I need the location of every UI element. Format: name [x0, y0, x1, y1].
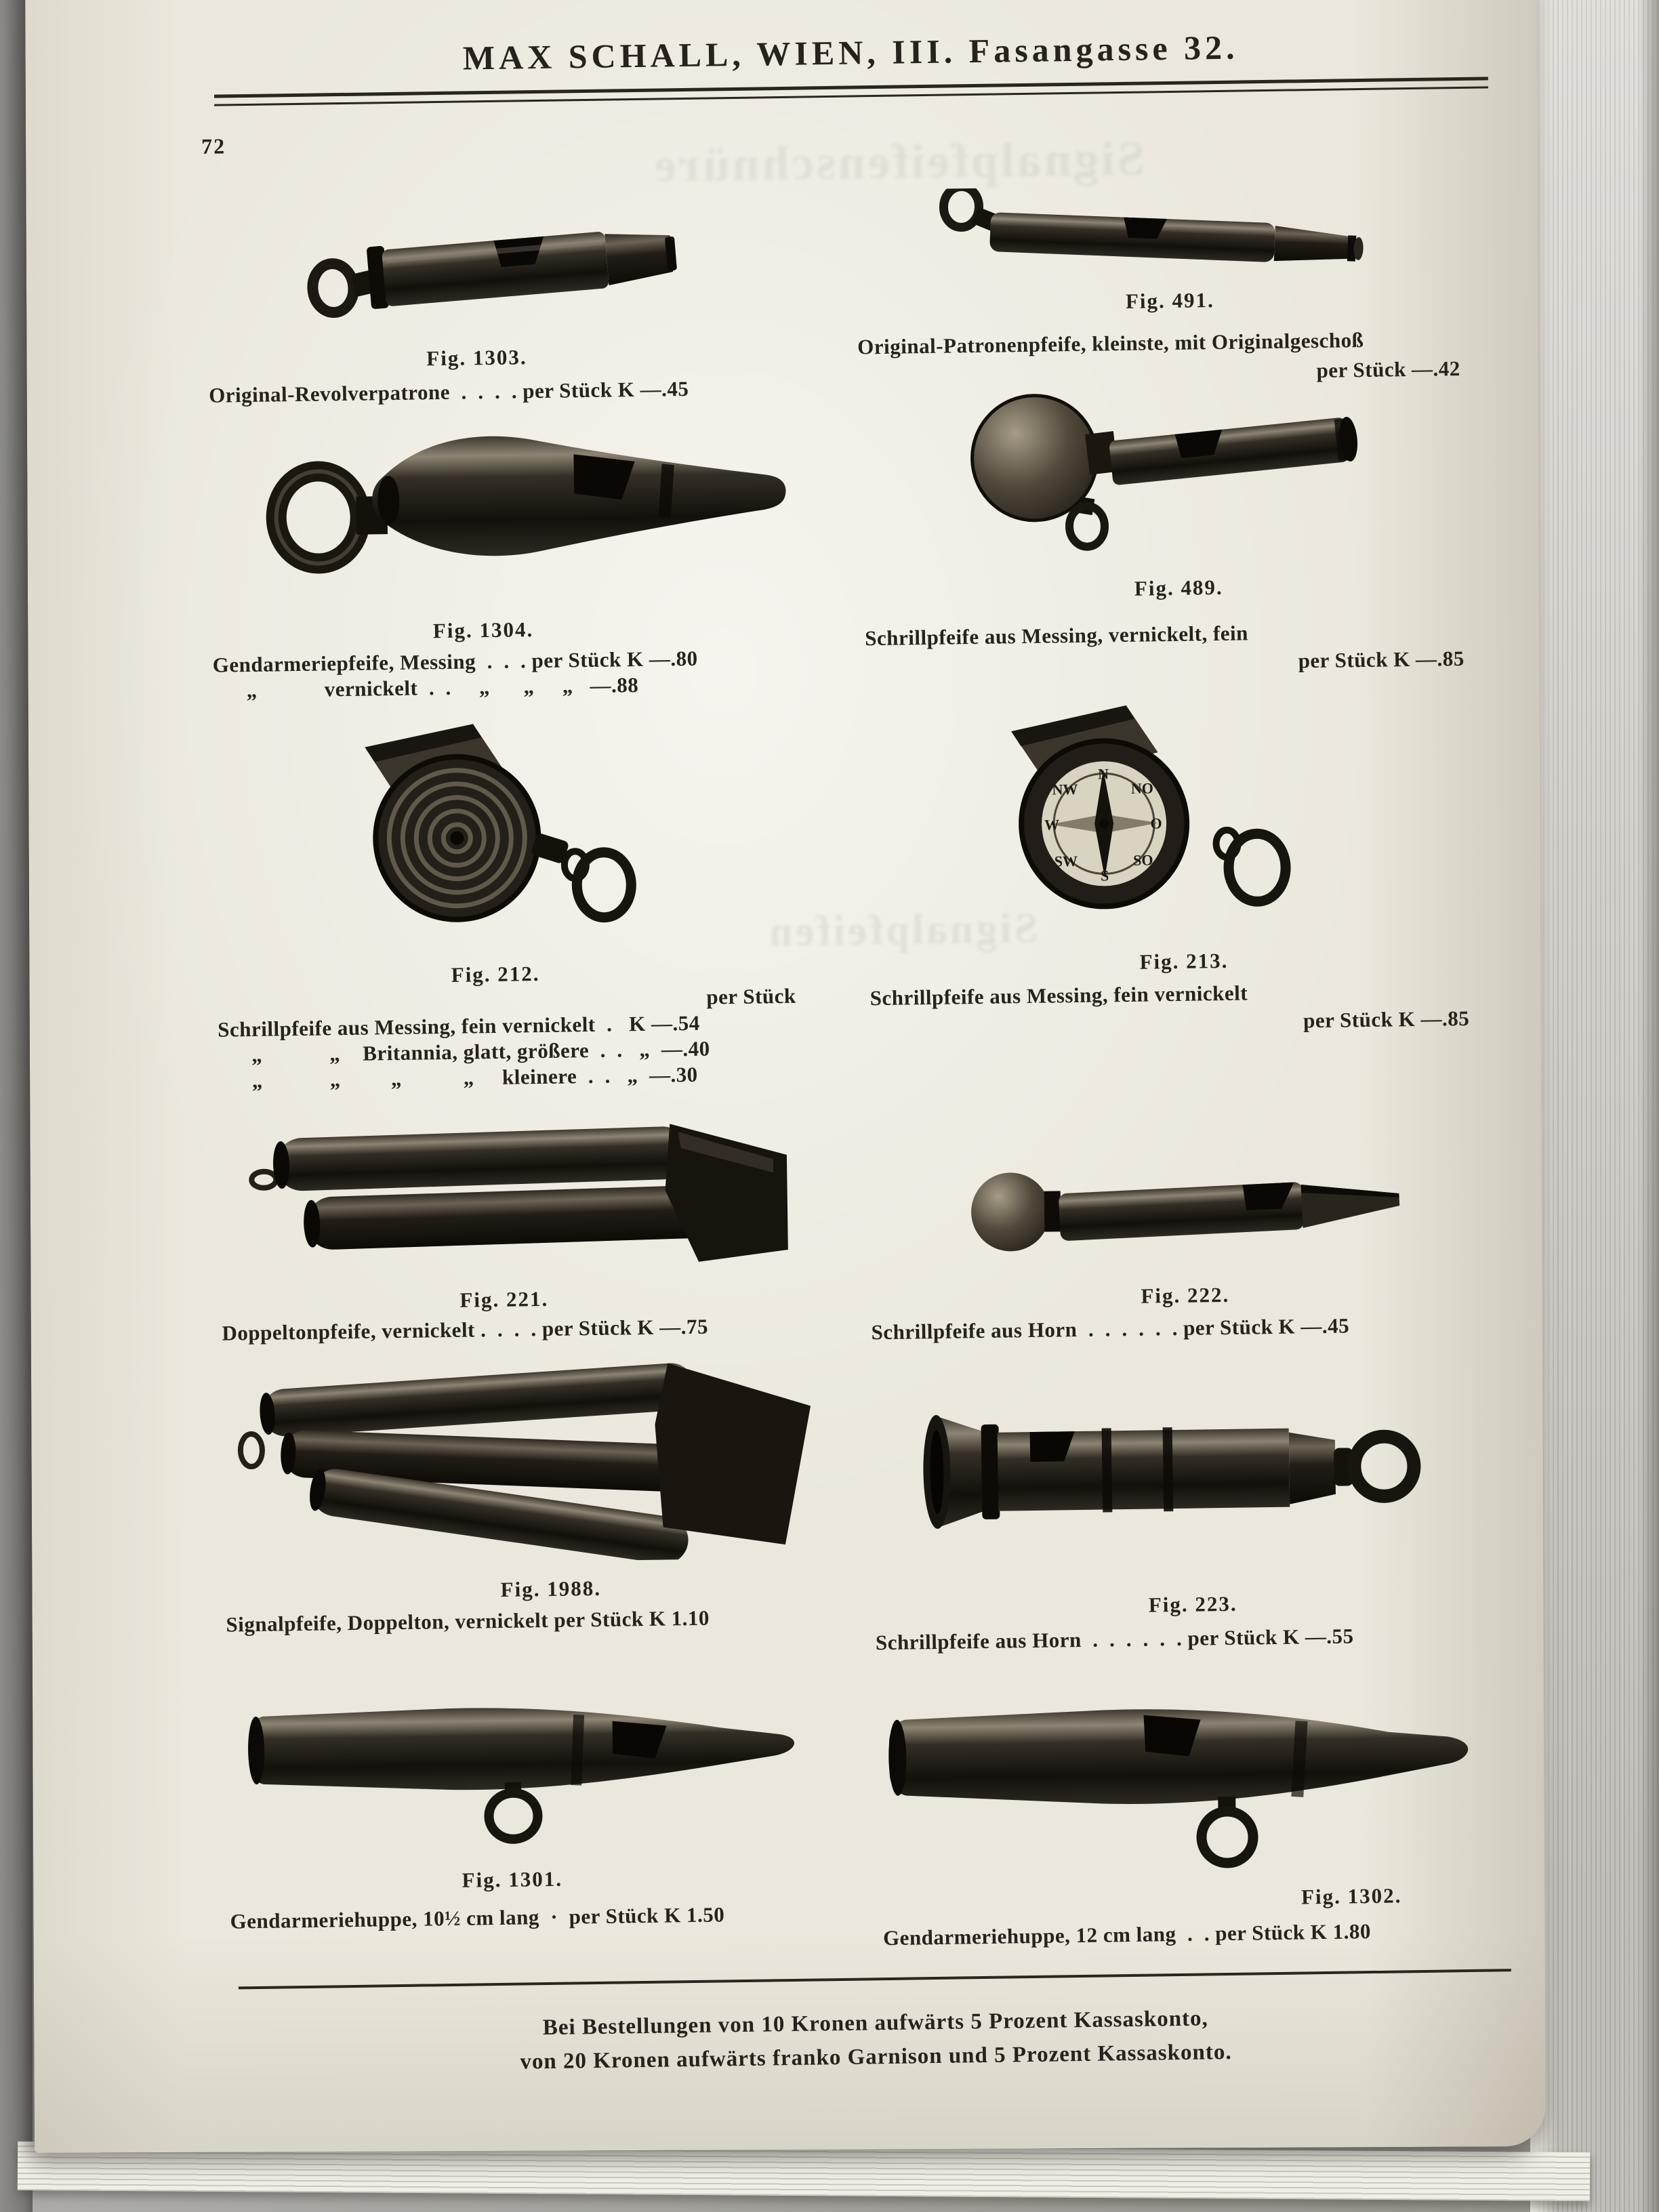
product-1301: Gendarmeriehuppe, 10½ cm lang · per Stüc… [230, 1902, 724, 1933]
fig-491-whistle-illustration [919, 182, 1388, 291]
product-212-details: aus Messing, fein vernickelt . K —.54 [331, 1010, 700, 1040]
product-223-name: Schrillpfeife [875, 1629, 990, 1655]
product-489-name: Schrillpfeife [865, 624, 979, 651]
compass-letter-sw: SW [1054, 853, 1078, 869]
compass-letter-n: N [1098, 765, 1109, 782]
product-491-name: Original-Patronenpfeife, [857, 331, 1087, 359]
per-stueck-label: per Stück [706, 983, 796, 1009]
product-1304-details: Messing . . . per Stück K —.80 [394, 646, 698, 674]
product-1302: Gendarmeriehuppe, 12 cm lang . . per Stü… [883, 1919, 1371, 1950]
fig-1301-caption: Fig. 1301. [462, 1866, 563, 1892]
product-491: Original-Patronenpfeife, kleinste, mit O… [857, 328, 1364, 359]
product-221: Doppeltonpfeife, vernickelt . . . . per … [222, 1315, 708, 1346]
page-content: Signalpfeifenschnüre Signalpfeifen MAX S… [15, 0, 1557, 2160]
product-213-name: Schrillpfeife [869, 984, 985, 1010]
product-213: Schrillpfeife aus Messing, fein vernicke… [869, 981, 1248, 1010]
product-213-details: aus Messing, fein vernickelt [983, 981, 1248, 1008]
compass-letter-no: NO [1131, 779, 1153, 796]
fig-489-caption: Fig. 489. [1134, 575, 1223, 600]
fig-1302-gendarmerie-horn-illustration [872, 1677, 1481, 1876]
fig-491-caption: Fig. 491. [1125, 288, 1214, 313]
fig-1988-caption: Fig. 1988. [500, 1576, 602, 1601]
product-1304-variant: „ vernickelt . . „ „ „ —.88 [213, 672, 639, 703]
fig-223-caption: Fig. 223. [1148, 1591, 1237, 1617]
product-212-name: Schrillpfeife [217, 1016, 332, 1042]
product-489-price: per Stück K —.85 [1298, 646, 1465, 673]
fig-213-compass-whistle-illustration: N NO O SO S SW W NW [929, 684, 1356, 928]
product-212-variant-2: „ „ „ „ kleinere . . „ —.30 [218, 1062, 698, 1093]
page-number: 72 [201, 134, 226, 159]
fig-1304-whistle-illustration [254, 396, 799, 607]
compass-letter-so: SO [1133, 851, 1153, 868]
fig-212-whistle-illustration [300, 702, 682, 938]
product-1302-details: 12 cm lang . . per Stück K 1.80 [1070, 1919, 1372, 1948]
product-222-name: Schrillpfeife [871, 1318, 986, 1345]
fig-222-caption: Fig. 222. [1141, 1282, 1230, 1308]
footer-rule [238, 1969, 1511, 1990]
product-1301-details: 10½ cm lang · per Stück K 1.50 [417, 1902, 725, 1931]
compass-letter-o: O [1150, 815, 1162, 832]
header-double-rule [213, 77, 1489, 106]
product-1988-name: Signalpfeife, [226, 1611, 342, 1637]
fig-223-horn-whistle-illustration [894, 1376, 1435, 1567]
product-213-price: per Stück K —.85 [1303, 1006, 1470, 1033]
fig-222-horn-whistle-illustration [958, 1144, 1415, 1271]
fig-489-whistle-illustration [952, 377, 1395, 559]
product-489-details: aus Messing, vernickelt, fein [979, 621, 1249, 649]
footer-note: Bei Bestellungen von 10 Kronen aufwärts … [239, 1997, 1513, 2083]
fig-221-double-tone-whistle-illustration [230, 1107, 808, 1282]
fig-1304-caption: Fig. 1304. [432, 617, 534, 643]
product-221-name: Doppeltonpfeife, [222, 1319, 377, 1345]
book-fore-edge-pages [1530, 0, 1659, 2212]
fig-1988-triple-tube-whistle-illustration [220, 1340, 826, 1565]
compass-letter-s: S [1101, 867, 1109, 884]
product-489: Schrillpfeife aus Messing, vernickelt, f… [865, 621, 1248, 651]
product-1301-name: Gendarmeriehuppe, [230, 1906, 418, 1933]
fig-212-caption: Fig. 212. [451, 962, 540, 987]
fig-1303-whistle-illustration [291, 199, 700, 333]
product-1988-details: Doppelton, vernickelt per Stück K 1.10 [342, 1605, 710, 1635]
product-223-details: aus Horn . . . . . . per Stück K —.55 [989, 1624, 1354, 1653]
fig-213-caption: Fig. 213. [1139, 948, 1229, 974]
product-491-details: kleinste, mit Originalgeschoß [1086, 327, 1364, 356]
fig-221-caption: Fig. 221. [459, 1286, 549, 1312]
compass-letter-nw: NW [1052, 781, 1078, 798]
fig-1301-gendarmerie-horn-illustration [232, 1677, 804, 1854]
product-1304-name: Gendarmeriepfeife, [212, 651, 395, 677]
product-222-details: aus Horn . . . . . . per Stück K —.45 [985, 1313, 1350, 1343]
product-1302-name: Gendarmeriehuppe, [882, 1923, 1071, 1950]
fig-1303-caption: Fig. 1303. [426, 345, 527, 371]
product-223: Schrillpfeife aus Horn . . . . . . per S… [876, 1624, 1354, 1655]
product-222: Schrillpfeife aus Horn . . . . . . per S… [871, 1313, 1349, 1345]
product-1988: Signalpfeife, Doppelton, vernickelt per … [226, 1606, 710, 1637]
catalog-header: MAX SCHALL, WIEN, III. Fasangasse 32. [462, 28, 1239, 77]
catalog-page: Signalpfeifenschnüre Signalpfeifen MAX S… [25, 0, 1546, 2153]
fig-1302-caption: Fig. 1302. [1300, 1883, 1402, 1909]
compass-letter-w: W [1044, 816, 1059, 833]
product-221-details: vernickelt . . . . per Stück K —.75 [375, 1314, 709, 1343]
